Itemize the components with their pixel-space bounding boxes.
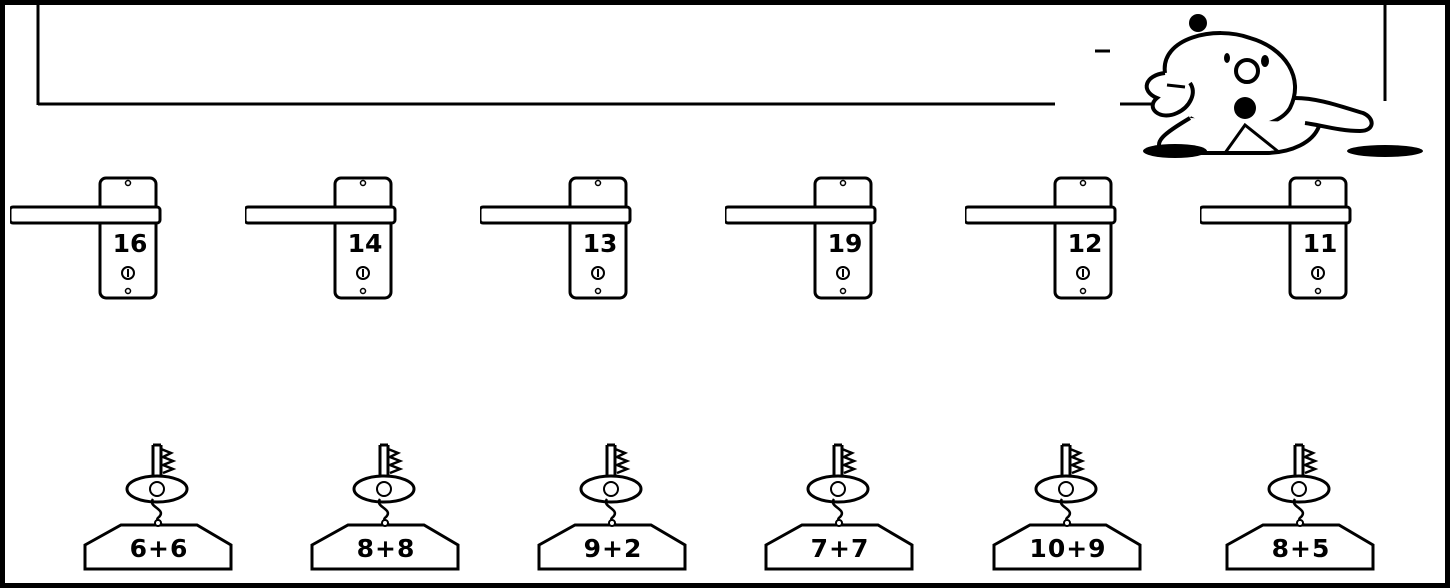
lock-5: 12 xyxy=(965,173,1205,303)
mascot-icon xyxy=(1143,14,1423,158)
key-5: 10+9 xyxy=(990,437,1150,577)
key-icon xyxy=(537,443,687,571)
key-sum: 9+2 xyxy=(583,534,643,563)
door-handle-icon xyxy=(725,176,877,300)
door-handle-icon xyxy=(965,176,1117,300)
lock-number: 11 xyxy=(1302,229,1338,258)
lock-number: 12 xyxy=(1067,229,1103,258)
lock-2: 14 xyxy=(245,173,485,303)
key-icon xyxy=(992,443,1142,571)
lock-number: 14 xyxy=(347,229,383,258)
key-sum: 8+5 xyxy=(1271,534,1331,563)
door-handle-icon xyxy=(10,176,162,300)
door-handle-icon xyxy=(1200,176,1352,300)
key-4: 7+7 xyxy=(762,437,922,577)
lock-4: 19 xyxy=(725,173,965,303)
key-icon xyxy=(764,443,914,571)
key-2: 8+8 xyxy=(308,437,468,577)
lock-1: 16 xyxy=(10,173,250,303)
lock-number: 13 xyxy=(582,229,618,258)
lock-3: 13 xyxy=(480,173,720,303)
lock-6: 11 xyxy=(1200,173,1440,303)
door-handle-icon xyxy=(480,176,632,300)
key-1: 6+6 xyxy=(81,437,241,577)
key-icon xyxy=(310,443,460,571)
key-3: 9+2 xyxy=(535,437,695,577)
key-sum: 7+7 xyxy=(810,534,870,563)
key-icon xyxy=(83,443,233,571)
lock-number: 16 xyxy=(112,229,148,258)
lock-number: 19 xyxy=(827,229,863,258)
key-sum: 6+6 xyxy=(129,534,189,563)
key-6: 8+5 xyxy=(1223,437,1383,577)
key-sum: 10+9 xyxy=(1029,534,1107,563)
door-handle-icon xyxy=(245,176,397,300)
key-icon xyxy=(1225,443,1375,571)
key-sum: 8+8 xyxy=(356,534,416,563)
